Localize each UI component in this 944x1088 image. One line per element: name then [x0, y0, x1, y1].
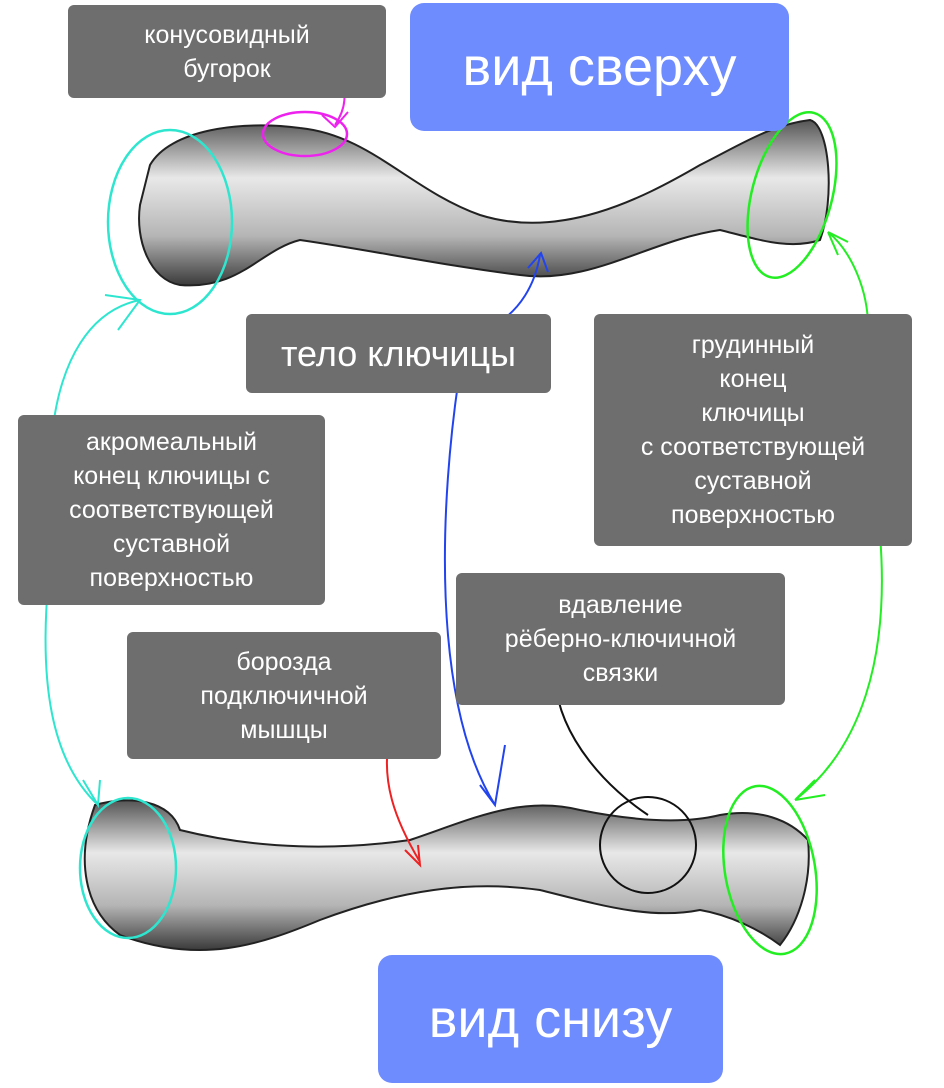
- acromial-end-bottom-highlight: [78, 796, 178, 940]
- sternal-end-top-highlight: [746, 110, 838, 280]
- label-conoid-tubercle: конусовидный бугорок: [68, 5, 386, 98]
- label-acromial-end: акромеальный конец ключицы с соответству…: [18, 415, 325, 605]
- arrow-acromial-bottom: [44, 584, 101, 809]
- label-costoclavicular-impression: вдавление рёберно-ключичной связки: [456, 573, 785, 705]
- arrow-acromial-top: [51, 294, 142, 436]
- clavicle-bottom-view: [83, 799, 810, 951]
- view-bottom-title: вид снизу: [378, 955, 723, 1083]
- label-subclavius-groove: борозда подключичной мышцы: [127, 632, 441, 759]
- sternal-end-bottom-highlight: [722, 784, 818, 956]
- view-top-title: вид сверху: [410, 3, 789, 131]
- arrow-sternal-bottom: [794, 534, 883, 801]
- costoclavicular-highlight: [599, 796, 697, 894]
- label-clavicle-body: тело ключицы: [246, 314, 551, 393]
- conoid-tubercle-highlight: [261, 110, 349, 158]
- acromial-end-top-highlight: [106, 128, 234, 316]
- clavicle-top-view: [138, 118, 830, 287]
- arrow-body-bottom: [443, 369, 506, 808]
- label-sternal-end: грудинный конец ключицы с соответствующе…: [594, 314, 912, 546]
